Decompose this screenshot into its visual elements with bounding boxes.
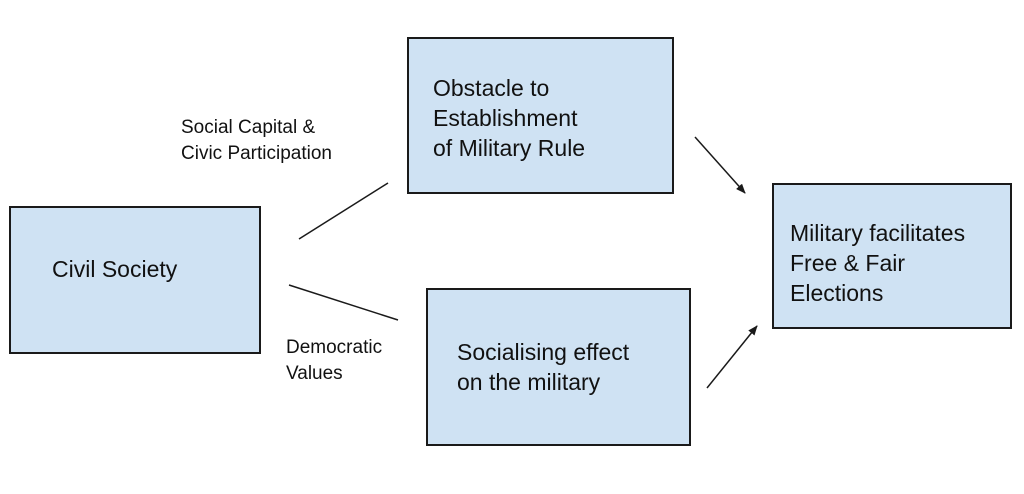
arrow-socialising-to-outcome	[706, 325, 758, 389]
node-socialising-label: Socialising effect on the military	[457, 339, 630, 395]
node-outcome: Military facilitates Free & Fair Electio…	[772, 183, 1012, 329]
connector-civil-to-socialising	[288, 284, 399, 321]
edge-label-democratic-values: Democratic Values	[286, 337, 383, 384]
connector-civil-to-obstacle	[298, 182, 389, 240]
node-outcome-label: Military facilitates Free & Fair Electio…	[790, 220, 966, 306]
node-obstacle-label: Obstacle to Establishment of Military Ru…	[433, 75, 586, 161]
node-civil-society: Civil Society	[9, 206, 261, 354]
node-obstacle: Obstacle to Establishment of Military Ru…	[407, 37, 674, 194]
edge-label-social-capital: Social Capital & Civic Participation	[181, 117, 332, 164]
node-civil-society-label: Civil Society	[52, 256, 178, 282]
node-socialising: Socialising effect on the military	[426, 288, 691, 446]
arrow-obstacle-to-outcome	[694, 136, 746, 194]
